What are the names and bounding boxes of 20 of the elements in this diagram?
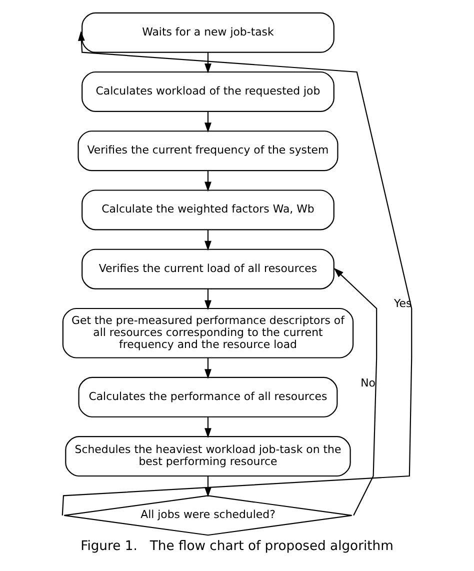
arrow	[204, 52, 212, 74]
node-box: Calculate the weighted factors Wa, Wb	[82, 190, 334, 230]
node-diamond: All jobs were scheduled?	[64, 495, 352, 536]
node-box: Calculates workload of the requested job	[82, 71, 334, 112]
node-box: Verifies the current load of all resources	[82, 248, 334, 290]
arrow	[204, 289, 212, 310]
node-box: Calculates the performance of all resources	[78, 376, 338, 418]
arrow	[204, 170, 212, 192]
edge-label: No	[360, 376, 376, 390]
caption: Figure 1. The flow chart of proposed algorithm	[80, 539, 394, 554]
arrow	[204, 111, 212, 133]
arrow	[62, 30, 412, 516]
node-box: Schedules the heaviest workload job-task on the best performing resource	[65, 436, 351, 477]
arrow	[334, 268, 378, 516]
arrow	[204, 416, 212, 438]
arrow	[204, 230, 212, 251]
node-box: Get the pre-measured performance descriptors of all resources corresponding to the current frequency and the resource load	[62, 308, 354, 358]
node-box: Verifies the current frequency of the system	[78, 130, 338, 172]
node-box: Waits for a new job-task	[82, 12, 334, 53]
arrow	[204, 358, 212, 379]
